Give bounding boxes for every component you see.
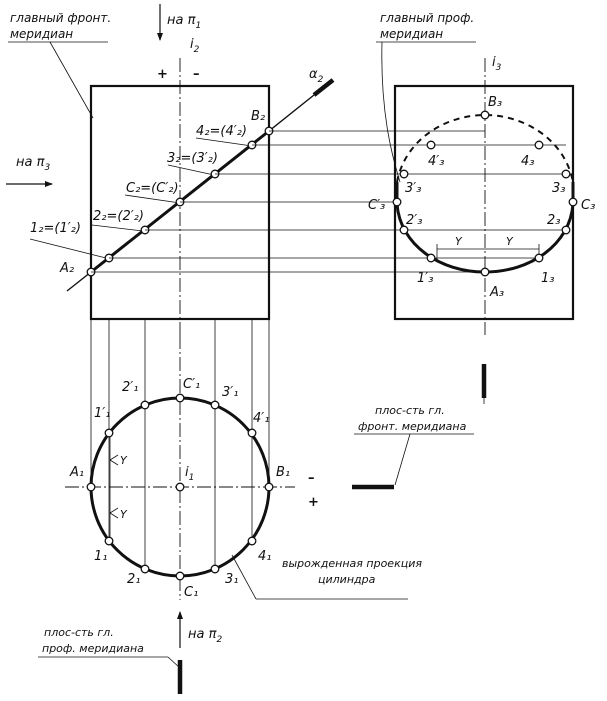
top-point-A1 bbox=[86, 482, 96, 492]
svg-text:фронт. меридиана: фронт. меридиана bbox=[358, 420, 467, 433]
top-point-3p bbox=[210, 400, 220, 410]
profile-point-A3 bbox=[480, 267, 490, 277]
label-i1: i1 bbox=[185, 465, 194, 483]
label-3p-profile: 3′₃ bbox=[405, 181, 421, 196]
label-y-top-lower: Y bbox=[120, 508, 128, 521]
label-y-top-upper: Y bbox=[120, 454, 128, 467]
label-4-top: 4₁ bbox=[258, 549, 271, 564]
profile-point-4 bbox=[534, 140, 544, 150]
label-C3p: C′₃ bbox=[368, 198, 385, 213]
note-profile-meridian: главный проф. меридиан bbox=[376, 11, 476, 183]
label-B3: B₃ bbox=[488, 95, 502, 110]
label-B2: B₂ bbox=[251, 109, 265, 124]
note-profile-meridian-plane: плос-сть гл. проф. меридиана bbox=[38, 626, 183, 694]
label-2p-profile: 2′₃ bbox=[406, 213, 422, 228]
svg-text:главный фронт.: главный фронт. bbox=[10, 11, 111, 25]
svg-text:плос-сть гл.: плос-сть гл. bbox=[375, 404, 445, 417]
section-curve-hidden bbox=[396, 113, 574, 183]
label-1p-top: 1′₁ bbox=[94, 406, 110, 421]
label-1p-profile: 1′₃ bbox=[417, 271, 433, 286]
cutting-plane-extension-low bbox=[66, 271, 92, 292]
profile-point-B3 bbox=[480, 110, 490, 120]
label-na-p1: на π1 bbox=[167, 13, 201, 31]
label-4p-profile: 4′₃ bbox=[428, 154, 444, 169]
label-C2: C₂=(C′₂) bbox=[126, 181, 179, 196]
profile-point-3p bbox=[399, 169, 409, 179]
label-3-front: 3₂=(3′₂) bbox=[167, 151, 218, 166]
label-na-p2: на π2 bbox=[188, 627, 222, 645]
cutting-plane-end-mark bbox=[312, 78, 335, 97]
svg-text:проф. меридиана: проф. меридиана bbox=[42, 642, 144, 655]
profile-point-3 bbox=[561, 169, 571, 179]
label-alpha2: α2 bbox=[309, 67, 324, 85]
profile-view: Y Y B₃ 4′₃ 4₃ 3′₃ 3₃ C′₃ C₃ 2′₃ 2₃ 1′₃ 1… bbox=[91, 55, 595, 335]
label-B1: B₁ bbox=[276, 465, 290, 480]
profile-point-C3 bbox=[568, 197, 578, 207]
label-1-profile: 1₃ bbox=[541, 271, 554, 286]
top-point-C1 bbox=[175, 571, 185, 581]
profile-point-1 bbox=[534, 253, 544, 263]
label-C1p: C′₁ bbox=[183, 377, 200, 392]
label-plus-right: + bbox=[308, 495, 319, 510]
label-2-front: 2₂=(2′₂) bbox=[93, 209, 144, 224]
label-4-profile: 4₃ bbox=[521, 154, 534, 169]
label-na-p3: на π3 bbox=[16, 155, 50, 173]
svg-text:плос-сть гл.: плос-сть гл. bbox=[44, 626, 114, 639]
label-3-profile: 3₃ bbox=[552, 181, 565, 196]
label-A2: A₂ bbox=[59, 261, 74, 276]
label-2-top: 2₁ bbox=[127, 572, 140, 587]
top-view: Y Y A₁ B₁ C′₁ C₁ i1 1′₁ 1₁ 2′₁ 2₁ 3′₁ 3₁… bbox=[65, 319, 319, 600]
profile-point-2p bbox=[399, 225, 409, 235]
label-A3: A₃ bbox=[489, 285, 504, 300]
profile-point-4p bbox=[426, 140, 436, 150]
label-4-front: 4₂=(4′₂) bbox=[196, 124, 247, 139]
svg-text:главный проф.: главный проф. bbox=[380, 11, 474, 25]
label-1-top: 1₁ bbox=[94, 549, 107, 564]
svg-text:цилиндра: цилиндра bbox=[318, 573, 376, 586]
front-view: A₂ B₂ C₂=(C′₂) 1₂=(1′₂) 2₂=(2′₂) 3₂=(3′₂… bbox=[29, 37, 335, 335]
label-i2: i2 bbox=[190, 37, 200, 55]
label-i3: i3 bbox=[492, 55, 502, 73]
top-point-4p bbox=[247, 428, 257, 438]
top-point-2p bbox=[140, 400, 150, 410]
top-point-1 bbox=[104, 536, 114, 546]
label-A1: A₁ bbox=[69, 465, 84, 480]
svg-text:меридиан: меридиан bbox=[10, 27, 73, 41]
profile-point-1p bbox=[426, 253, 436, 263]
label-minus-top: – bbox=[193, 67, 200, 82]
note-front-meridian: главный фронт. меридиан bbox=[8, 11, 111, 119]
cutting-plane-extension-high bbox=[268, 94, 315, 132]
label-y-profile-right: Y bbox=[506, 235, 514, 248]
top-point-3 bbox=[210, 564, 220, 574]
profile-point-C3p bbox=[392, 197, 402, 207]
note-front-meridian-plane: плос-сть гл. фронт. меридиана bbox=[352, 364, 487, 490]
label-3p-top: 3′₁ bbox=[222, 385, 238, 400]
label-2-profile: 2₃ bbox=[547, 213, 560, 228]
top-point-1p bbox=[104, 428, 114, 438]
label-1-front: 1₂=(1′₂) bbox=[30, 221, 81, 236]
label-2p-top: 2′₁ bbox=[122, 380, 138, 395]
label-C3: C₃ bbox=[581, 198, 595, 213]
label-3-top: 3₁ bbox=[225, 572, 238, 587]
label-C1: C₁ bbox=[184, 585, 198, 600]
top-point-center bbox=[175, 482, 185, 492]
svg-text:вырожденная проекция: вырожденная проекция bbox=[282, 557, 422, 570]
note-degenerate-projection: вырожденная проекция цилиндра bbox=[231, 554, 422, 600]
svg-text:меридиан: меридиан bbox=[380, 27, 443, 41]
top-point-4 bbox=[247, 536, 257, 546]
profile-point-2 bbox=[561, 225, 571, 235]
top-point-2 bbox=[140, 564, 150, 574]
label-4p-top: 4′₁ bbox=[253, 411, 269, 426]
view-direction-arrows: на π1 на π3 на π2 bbox=[6, 4, 222, 648]
label-plus-top: + bbox=[157, 67, 168, 82]
top-point-C1p bbox=[175, 393, 185, 403]
top-point-B1 bbox=[264, 482, 274, 492]
label-minus-right: – bbox=[308, 471, 315, 486]
label-y-profile-left: Y bbox=[455, 235, 463, 248]
